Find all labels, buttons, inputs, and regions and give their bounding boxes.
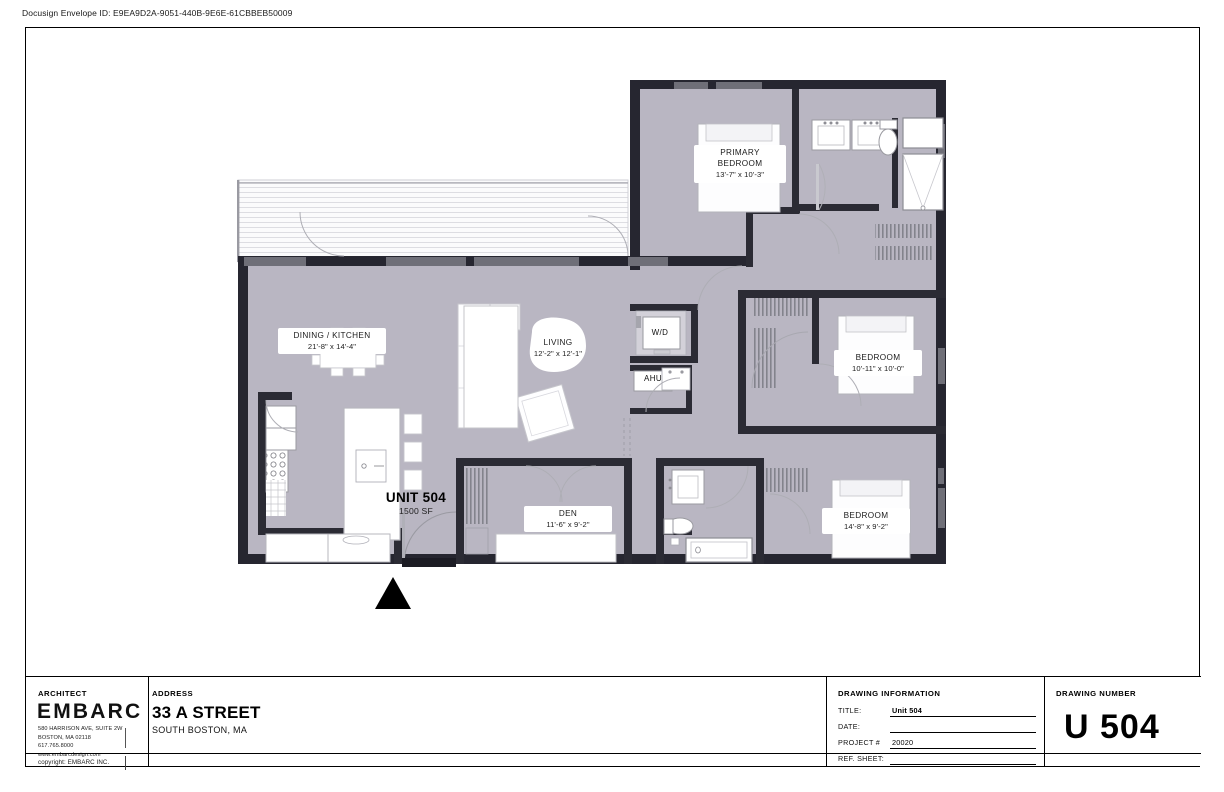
- title-block: ARCHITECT ADDRESS DRAWING INFORMATION DR…: [26, 676, 1201, 766]
- label-washer-dryer: W/D: [651, 328, 669, 337]
- project-address-city-state: SOUTH BOSTON, MA: [152, 725, 248, 735]
- copyright-text: copyright: EMBARC INC.: [38, 759, 110, 766]
- di-rule-project-number: [890, 748, 1036, 749]
- di-label-ref-sheet: REF. SHEET:: [838, 754, 885, 763]
- kitchen-fixtures: [265, 305, 519, 563]
- di-rule-date: [890, 732, 1036, 733]
- balcony-deck: [237, 179, 629, 263]
- architect-heading: ARCHITECT: [38, 689, 87, 698]
- unit-label: UNIT 504 1500 SF: [356, 490, 476, 516]
- floor-plan-drawing: PRIMARY BEDROOM 13'-7" x 10'-3" DINING /…: [26, 28, 1201, 678]
- den-furniture: [465, 465, 617, 563]
- address-heading: ADDRESS: [152, 689, 194, 698]
- dining-kitchen-label-plate: [278, 328, 386, 354]
- door-swings: [265, 211, 629, 433]
- di-rule-title: [890, 716, 1036, 717]
- di-value-project-number[interactable]: 20020: [892, 738, 914, 747]
- architect-website[interactable]: www.embarcdesign.com: [38, 751, 101, 758]
- di-value-title[interactable]: Unit 504: [892, 706, 922, 715]
- title-block-divider-1: [148, 677, 150, 766]
- label-air-handling-unit: AHU: [643, 374, 663, 383]
- embarc-logo: EMBARC: [37, 700, 143, 723]
- title-block-divider-2: [826, 677, 828, 766]
- den-label-plate: [524, 506, 612, 532]
- primary-bedroom-door: [798, 213, 840, 255]
- project-address-street: 33 A STREET: [152, 703, 261, 722]
- bedroom-3-label-plate: [822, 508, 910, 534]
- architect-address-line-3: 617.765.8000: [38, 743, 74, 750]
- architect-address-block: 580 HARRISON AVE, SUITE 2W BOSTON, MA 02…: [38, 725, 123, 760]
- bathroom-2-fixtures: [663, 465, 753, 563]
- copyright-column-tick: [125, 756, 126, 770]
- primary-bathroom-fixtures: [811, 117, 944, 211]
- title-block-divider-3: [1044, 677, 1046, 766]
- architect-address-line-2: BOSTON, MA 02118: [38, 734, 92, 741]
- drawing-number-value: U 504: [1064, 708, 1160, 746]
- copyright-divider: [26, 753, 1201, 754]
- bedroom-2-label-plate: [834, 350, 922, 376]
- di-label-project-number: PROJECT #: [838, 738, 881, 747]
- primary-bedroom-label-plate: [694, 145, 786, 183]
- laundry-and-ahu: [633, 265, 743, 413]
- drawing-number-heading: DRAWING NUMBER: [1056, 689, 1137, 698]
- unit-area: 1500 SF: [399, 506, 433, 516]
- docusign-envelope-id: Docusign Envelope ID: E9EA9D2A-9051-440B…: [22, 8, 293, 18]
- closets: [751, 214, 936, 389]
- floor-plan-geometry: [237, 80, 946, 567]
- di-label-title: TITLE:: [838, 706, 862, 715]
- unit-number: UNIT 504: [385, 490, 447, 505]
- entry-door: [402, 511, 457, 567]
- drawing-sheet: PRIMARY BEDROOM 13'-7" x 10'-3" DINING /…: [25, 27, 1201, 770]
- di-label-date: DATE:: [838, 722, 861, 731]
- architect-address-line-1: 580 HARRISON AVE, SUITE 2W: [38, 726, 123, 732]
- architect-column-tick: [125, 728, 126, 748]
- di-rule-ref-sheet: [890, 764, 1036, 765]
- drawing-information-heading: DRAWING INFORMATION: [838, 689, 941, 698]
- north-arrow-icon: [375, 577, 411, 609]
